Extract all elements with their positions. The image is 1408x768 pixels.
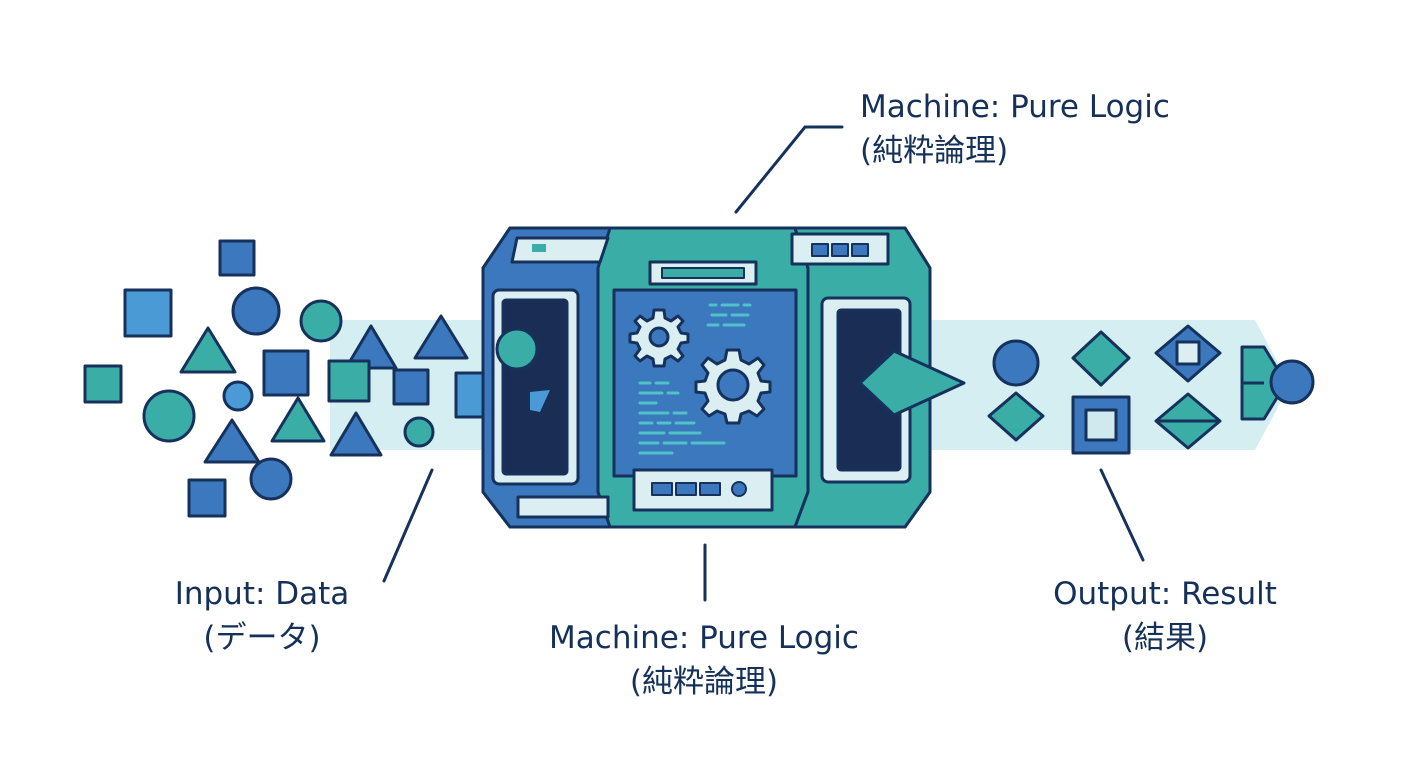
- input-circle: [249, 457, 293, 501]
- gear-icon: [694, 348, 772, 425]
- input-circle: [299, 299, 343, 343]
- leader-line-machine-top: [734, 125, 844, 214]
- machine-top-label: Machine: Pure Logic (純粋論理): [860, 85, 1170, 173]
- leader-line-output: [1099, 468, 1145, 562]
- machine-bottom-label-subtitle: (純粋論理): [629, 664, 779, 700]
- machine-top-label-title: Machine: Pure Logic: [860, 89, 1170, 125]
- output-circle: [992, 339, 1040, 387]
- output-square: [1071, 395, 1131, 455]
- input-triangle: [203, 418, 261, 464]
- vent-slot: [851, 243, 869, 257]
- output-label: Output: Result (結果): [1053, 572, 1277, 660]
- input-square: [83, 364, 123, 404]
- input-square: [327, 359, 371, 403]
- control-slot: [699, 482, 721, 496]
- input-triangle: [329, 411, 383, 457]
- input-circle: [142, 389, 196, 443]
- input-label-title: Input: Data: [174, 576, 350, 612]
- exiting-diamond: [858, 349, 966, 417]
- code-lines: [638, 303, 752, 455]
- top-left-tab: [510, 236, 610, 264]
- input-triangle: [344, 324, 398, 370]
- indicator-light: [532, 244, 546, 252]
- top-right-tab: [790, 232, 890, 266]
- output-shapes: [987, 324, 1315, 455]
- control-slot: [651, 482, 673, 496]
- input-triangle: [413, 314, 469, 360]
- control-knob: [731, 481, 747, 497]
- logic-machine: [481, 226, 932, 529]
- input-triangle: [179, 326, 237, 374]
- gear-icon: [628, 308, 690, 368]
- output-label-title: Output: Result: [1053, 576, 1277, 612]
- input-circle: [231, 286, 281, 336]
- machine-top-label-subtitle: (純粋論理): [860, 133, 1009, 169]
- output-circle: [1269, 359, 1315, 405]
- output-diamond: [987, 391, 1045, 442]
- machine-bottom-label: Machine: Pure Logic (純粋論理): [549, 616, 859, 704]
- input-square: [262, 349, 310, 397]
- output-square-inner: [1084, 408, 1118, 442]
- vent-slot: [811, 243, 829, 257]
- input-square: [392, 368, 430, 406]
- input-square: [187, 478, 227, 518]
- control-slot: [675, 482, 697, 496]
- vent-slot: [831, 243, 849, 257]
- bottom-left-tab: [516, 495, 610, 519]
- entering-circle: [495, 327, 539, 371]
- input-label-subtitle: (データ): [203, 620, 321, 656]
- leader-line-input: [382, 468, 434, 583]
- output-label-subtitle: (結果): [1121, 620, 1209, 656]
- input-triangle: [270, 396, 326, 443]
- input-label: Input: Data (データ): [175, 572, 350, 660]
- input-circle: [222, 380, 254, 412]
- output-square-inner: [1175, 340, 1201, 366]
- screen-glint: [530, 390, 550, 412]
- leader-lines: [382, 125, 1145, 602]
- output-diamond: [1071, 330, 1131, 387]
- input-circle: [403, 416, 435, 448]
- top-handle-inner: [661, 267, 745, 279]
- input-square: [123, 288, 173, 338]
- left-screen: [501, 298, 569, 476]
- input-shapes: [83, 239, 502, 518]
- transit-shapes: [495, 327, 966, 417]
- input-square: [218, 239, 256, 277]
- machine-bottom-label-title: Machine: Pure Logic: [549, 620, 859, 656]
